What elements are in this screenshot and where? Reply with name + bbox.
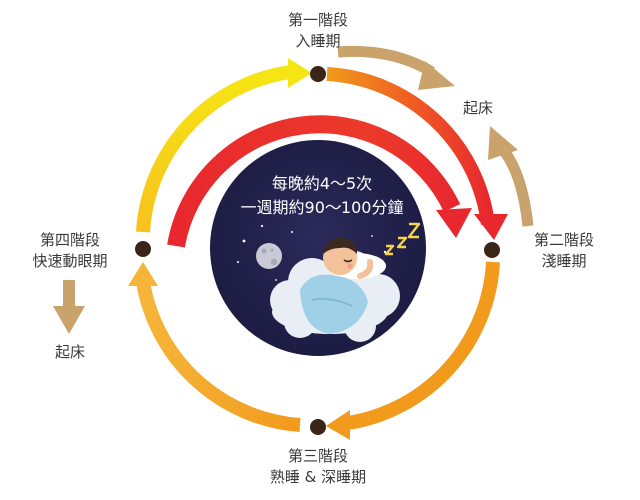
stage2-label: 第二階段 淺睡期 [514, 230, 614, 272]
stage1-node [310, 66, 326, 82]
wake-up-label-right: 起床 [448, 98, 508, 119]
wake-up-arrow-left [53, 280, 85, 334]
stage2-node [484, 242, 500, 258]
stage1-title: 第一階段 [287, 11, 348, 29]
stage1-label: 第一階段 入睡期 [270, 10, 366, 52]
arrow-stage2-to-stage3 [326, 261, 500, 440]
stage3-node [310, 419, 326, 435]
wake-up-arrow-top [337, 45, 455, 90]
wake-up-arrow-right [488, 126, 534, 227]
moon-icon [256, 243, 282, 269]
stage4-title: 第四階段 [39, 231, 100, 249]
stage1-subtitle: 入睡期 [295, 32, 341, 50]
inner-cycle-arrow [167, 115, 472, 248]
arrow-stage4-to-stage1 [136, 58, 312, 233]
stage3-label: 第三階段 熟睡 & 深睡期 [250, 446, 386, 488]
stage4-label: 第四階段 快速動眼期 [16, 230, 124, 272]
arrow-stage3-to-stage4 [128, 262, 301, 432]
wake-up-text-left: 起床 [54, 343, 85, 361]
cycle-duration: 一週期約90～100分鐘 [240, 198, 404, 217]
zzz-icon [384, 222, 421, 256]
wake-up-text-right: 起床 [462, 99, 493, 117]
stage3-title: 第三階段 [287, 447, 348, 465]
stage2-title: 第二階段 [533, 231, 594, 249]
stage4-node [135, 241, 151, 257]
sleeping-boy-icon [270, 237, 400, 342]
stage4-subtitle: 快速動眼期 [32, 252, 108, 270]
cycle-summary: 每晚約4～5次 一週期約90～100分鐘 [228, 172, 416, 220]
stage3-subtitle: 熟睡 & 深睡期 [269, 468, 367, 486]
wake-up-label-left: 起床 [40, 342, 100, 363]
stage2-subtitle: 淺睡期 [541, 252, 587, 270]
cycles-per-night: 每晚約4～5次 [271, 174, 373, 193]
arrow-stage1-to-stage2 [326, 67, 508, 240]
